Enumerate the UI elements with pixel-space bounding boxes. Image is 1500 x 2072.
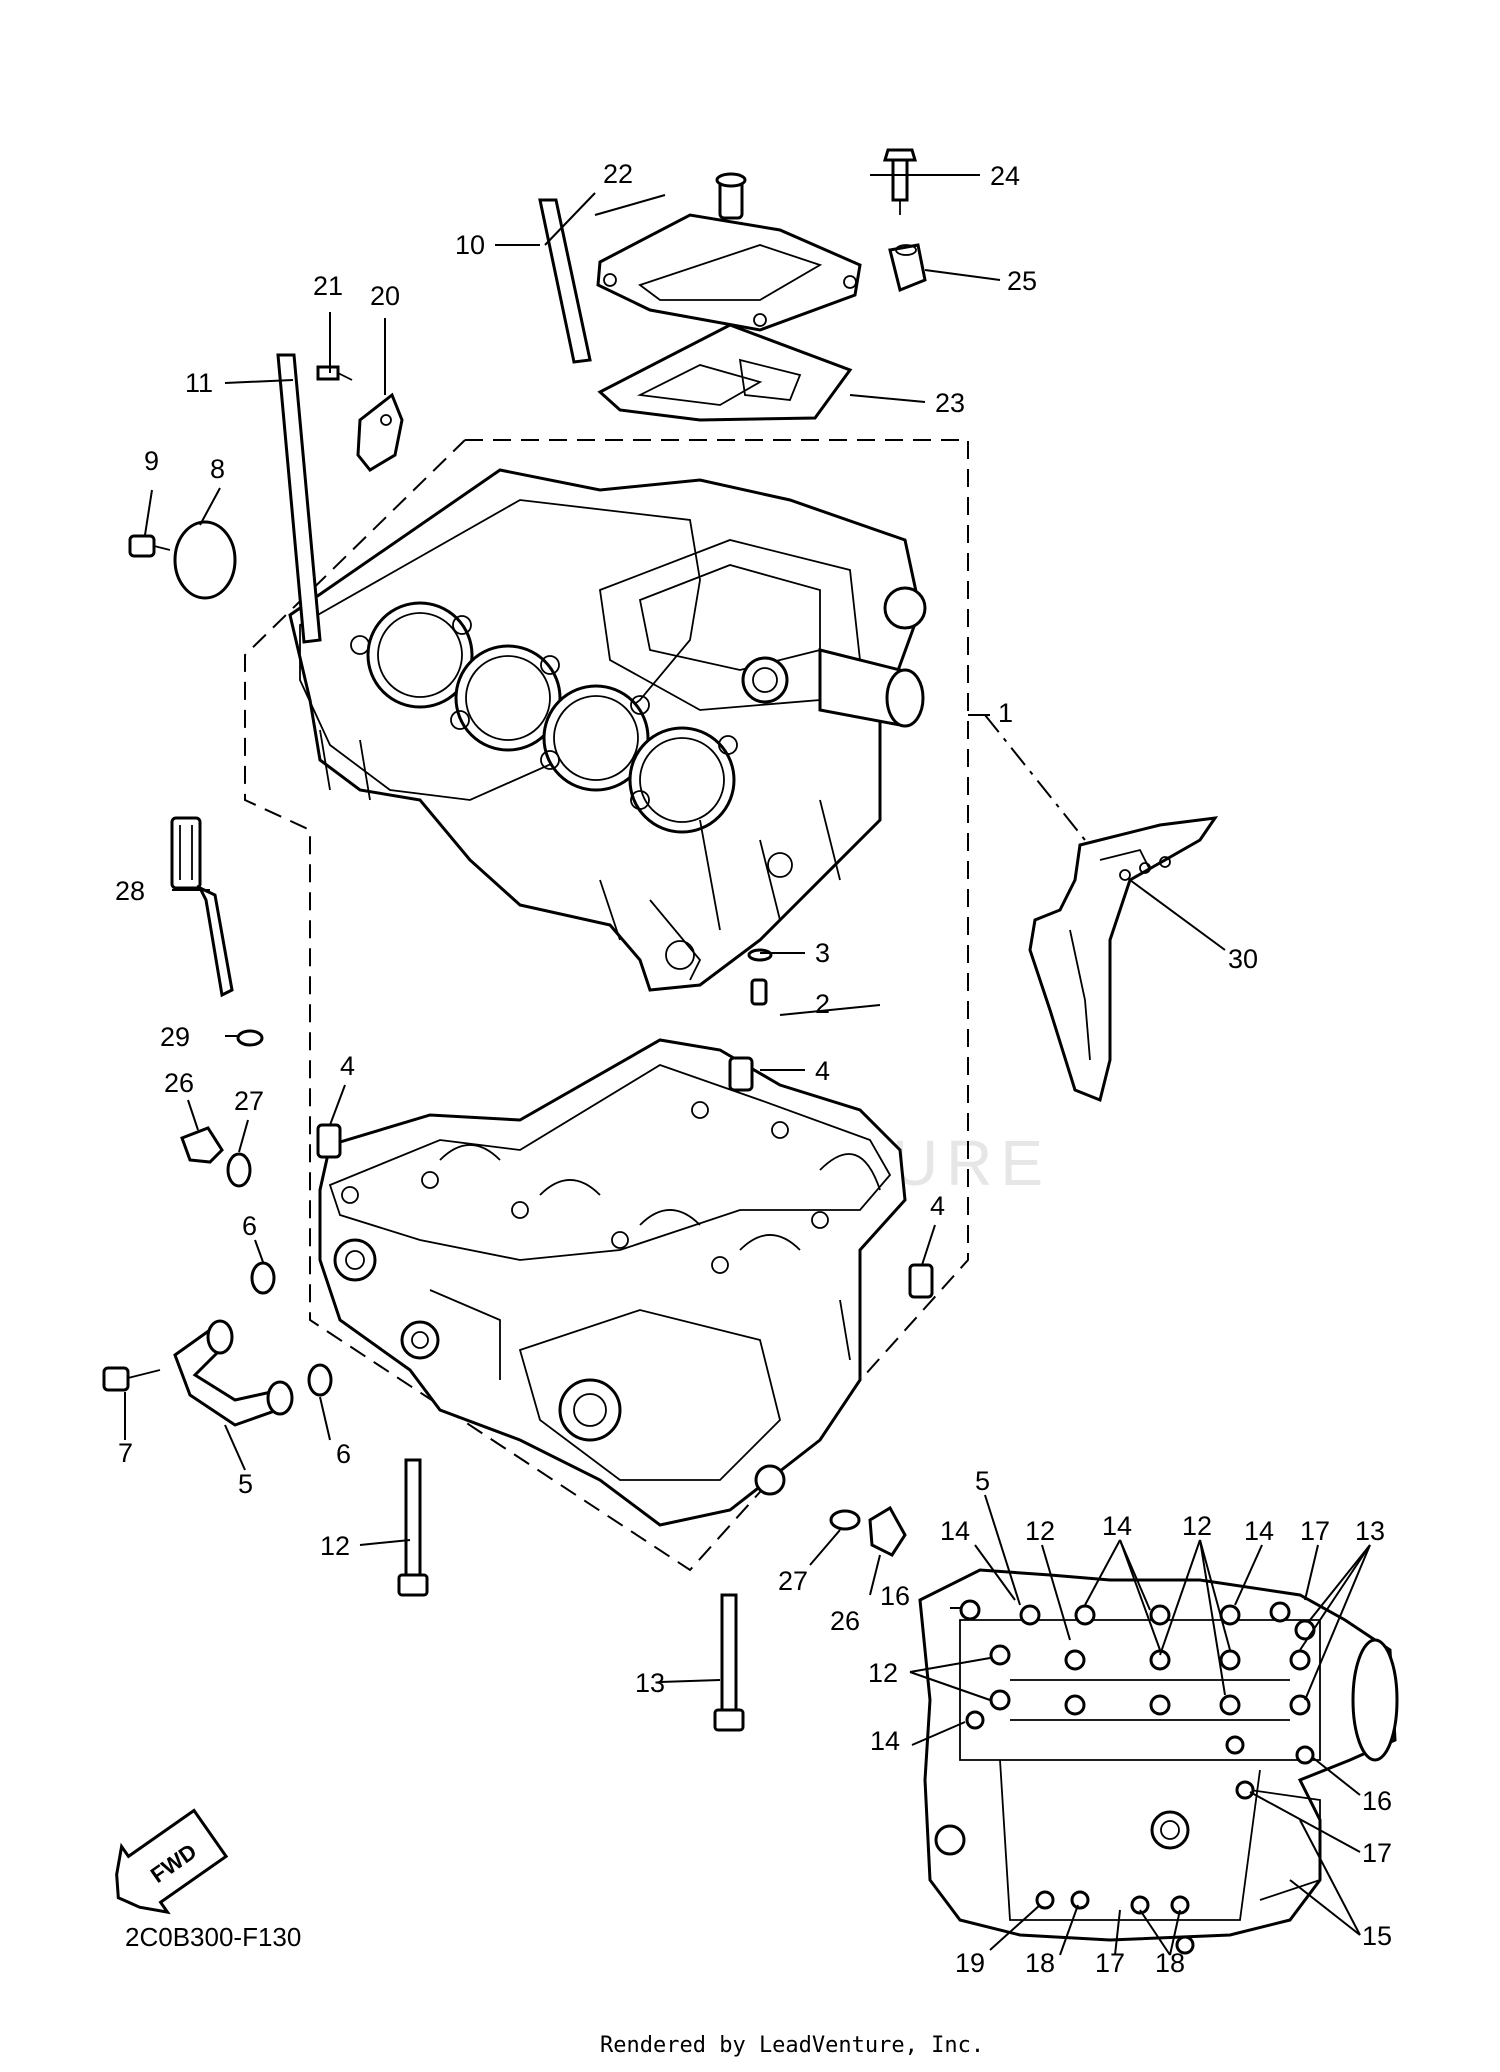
callout-12: 12 [320,1531,350,1561]
bolt-12 [397,1458,429,1597]
inset-callout-14c: 14 [1244,1516,1274,1546]
inset-callout-16b: 16 [1362,1786,1392,1816]
callout-1: 1 [998,698,1013,728]
callout-4c: 4 [930,1191,945,1221]
callout-25: 25 [1007,266,1037,296]
inset-callout-17c: 17 [1095,1948,1125,1978]
callout-24: 24 [990,161,1020,191]
inset-callout-5: 5 [975,1466,990,1496]
inset-callout-17a: 17 [1300,1516,1330,1546]
bolt-7 [102,1366,161,1392]
callout-5: 5 [238,1469,253,1499]
screw-21 [316,365,353,381]
cover-8 [173,520,237,600]
callout-26b: 26 [830,1606,860,1636]
inset-callout-16a: 16 [880,1581,910,1611]
o-ring-29 [236,1029,264,1047]
breather-cover [596,172,862,332]
o-ring-6b [307,1363,333,1397]
callout-26a: 26 [164,1068,194,1098]
callout-6a: 6 [242,1211,257,1241]
bolt-13 [713,1593,745,1732]
callout-7: 7 [118,1438,133,1468]
inset-callout-12c: 12 [868,1658,898,1688]
callout-3: 3 [815,938,830,968]
o-ring-3 [747,948,773,962]
inset-callout-18b: 18 [1155,1948,1185,1978]
inset-callout-12a: 12 [1025,1516,1055,1546]
stud-bolt-10 [538,198,592,364]
callout-9: 9 [144,446,159,476]
callout-23: 23 [935,388,965,418]
lower-crankcase [318,1038,907,1527]
callout-8: 8 [210,454,225,484]
callout-27b: 27 [778,1566,808,1596]
retainer-plate [356,392,404,472]
stud-bolt-11 [276,353,322,644]
drain-plug-26a [180,1126,224,1164]
callout-4a: 4 [815,1056,830,1086]
oil-hose [173,1319,294,1427]
inset-leader-lines [909,1494,1371,1956]
callout-27a: 27 [234,1086,264,1116]
inset-callout-13: 13 [1355,1516,1385,1546]
callout-10: 10 [455,230,485,260]
upper-crankcase [288,468,927,992]
breather-gasket [597,323,853,422]
bolt-9 [128,534,171,558]
callout-2: 2 [815,989,830,1019]
dowel-pin-4c [908,1263,934,1299]
assembly-outline [244,439,1086,1572]
callout-20: 20 [370,281,400,311]
inset-callout-14b: 14 [1102,1511,1132,1541]
inset-callout-17b: 17 [1362,1838,1392,1868]
bolt-location-inset [918,1568,1399,1955]
fwd-arrow: FWD [115,1808,229,1915]
inset-callout-18a: 18 [1025,1948,1055,1978]
gasket-27b [829,1509,861,1531]
render-credit: Rendered by LeadVenture, Inc. [600,2033,984,2058]
callout-29: 29 [160,1022,190,1052]
dowel-pin-4b [316,1123,342,1159]
callout-30: 30 [1228,944,1258,974]
leader-lines [124,174,1226,1683]
callout-6b: 6 [336,1439,351,1469]
dowel-2 [750,978,768,1006]
hose-clamp [888,243,927,293]
inset-callout-12b: 12 [1182,1511,1212,1541]
gasket-27a [226,1152,252,1188]
callout-22: 22 [603,159,633,189]
inset-callout-14a: 14 [940,1516,970,1546]
diagram-code: 2C0B300-F130 [125,1922,301,1952]
callout-labels: 1 2 3 4 4 4 5 6 6 7 8 9 10 11 12 13 20 2… [115,159,1258,1698]
cover-bolt [882,148,918,215]
inset-callout-19: 19 [955,1948,985,1978]
oil-level-gauge [170,816,234,998]
callout-11: 11 [185,368,213,398]
callout-13: 13 [635,1668,665,1698]
baffle-plate [1028,816,1219,1103]
dowel-pin-4a [728,1056,754,1092]
inset-callout-14d: 14 [870,1726,900,1756]
inset-callout-15: 15 [1362,1921,1392,1951]
callout-21: 21 [313,271,343,301]
drain-plug-26b [868,1505,907,1557]
inset-callout-labels: 5 14 12 14 12 14 17 13 16 12 14 16 17 15… [868,1466,1392,1978]
o-ring-6a [250,1261,276,1295]
callout-28: 28 [115,876,145,906]
callout-4b: 4 [340,1051,355,1081]
